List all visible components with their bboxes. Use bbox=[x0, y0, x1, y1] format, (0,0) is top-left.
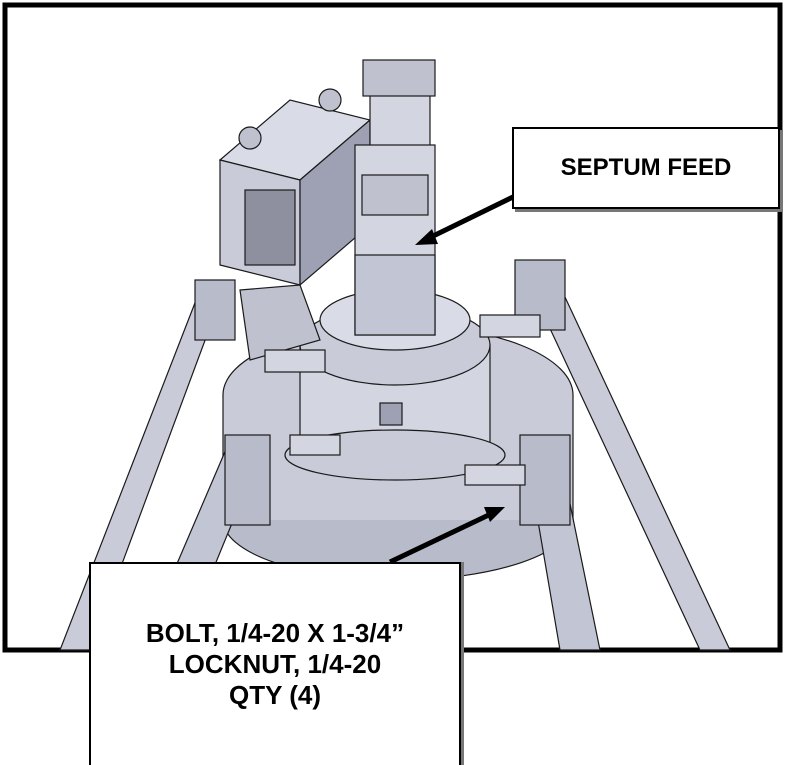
callout-bolt-line: BOLT, 1/4-20 X 1-3/4” bbox=[145, 618, 405, 648]
arm-left bbox=[289, 434, 341, 456]
callout-bolt-locknut: BOLT, 1/4-20 X 1-3/4” LOCKNUT, 1/4-20 QT… bbox=[89, 562, 461, 765]
leg-clamp-front-left bbox=[224, 434, 271, 526]
leader-septum-feed bbox=[423, 193, 517, 243]
waveguide-flange-top bbox=[362, 59, 436, 97]
callout-septum-feed: SEPTUM FEED bbox=[512, 127, 780, 209]
connector-left bbox=[238, 126, 262, 150]
callout-septum-feed-text: SEPTUM FEED bbox=[560, 154, 732, 181]
support-bracket bbox=[239, 284, 321, 361]
arrowhead-bolt bbox=[484, 507, 505, 522]
connector-right bbox=[318, 88, 342, 112]
arm-upper-right bbox=[479, 314, 541, 338]
septum-feed-flange bbox=[361, 174, 429, 216]
electronics-box-panel bbox=[244, 189, 296, 266]
leader-bolt bbox=[388, 509, 497, 565]
arm-upper-left bbox=[264, 349, 326, 373]
callout-locknut-line: LOCKNUT, 1/4-20 bbox=[168, 649, 382, 679]
tripod-assembly bbox=[59, 59, 731, 651]
hub-connector bbox=[379, 402, 403, 426]
leg-clamp-back-left bbox=[194, 279, 236, 341]
arm-right bbox=[464, 464, 526, 486]
arrowhead-septum-feed bbox=[415, 229, 438, 245]
callout-qty-line: QTY (4) bbox=[229, 680, 321, 710]
septum-feed-lower bbox=[354, 254, 436, 336]
leg-clamp-front-right bbox=[519, 434, 571, 526]
